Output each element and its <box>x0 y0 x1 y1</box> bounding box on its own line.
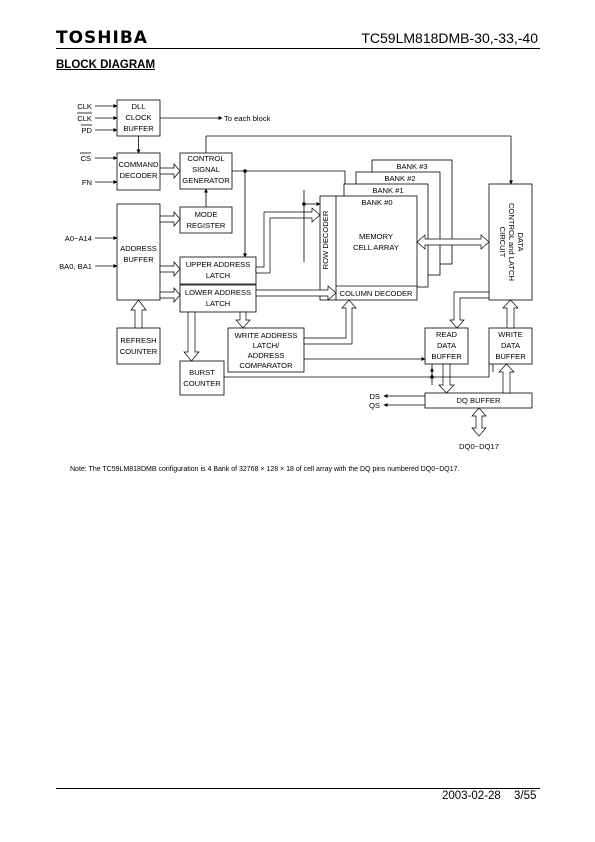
signal-pd-bar: PD <box>81 126 92 135</box>
part-number: TC59LM818DMB-30,-33,-40 <box>361 30 538 46</box>
burst-line-1: BURST <box>189 368 215 377</box>
footer-page-number: 3/55 <box>514 790 537 802</box>
dll-line-2: CLOCK <box>125 113 151 122</box>
write-buffer-line-3: BUFFER <box>495 352 526 361</box>
upper-address-latch <box>179 256 257 285</box>
footer-date: 2003-02-28 <box>442 790 501 802</box>
command-decoder <box>116 152 161 191</box>
footer-rule <box>56 788 540 789</box>
upper-latch-line-1: UPPER ADDRESS <box>186 260 251 269</box>
toshiba-logo: TOSHIBA <box>56 28 148 48</box>
address-buffer-line-1: ADDRESS <box>120 244 157 253</box>
lower-latch-line-1: LOWER ADDRESS <box>185 288 251 297</box>
bank-0-label: BANK #0 <box>361 198 392 207</box>
dq-buffer <box>424 392 533 409</box>
mode-register-line-1: MODE <box>195 210 218 219</box>
bank-2-label: BANK #2 <box>384 174 415 183</box>
signal-fn: FN <box>82 178 92 187</box>
footnote: Note: The TC59LM818DMB configuration is … <box>70 466 460 473</box>
read-buffer-line-1: READ <box>436 330 458 339</box>
mode-register <box>179 206 233 234</box>
write-buffer-line-2: DATA <box>501 341 521 350</box>
data-control-line-1: DATA <box>516 232 525 252</box>
burst-line-2: COUNTER <box>183 379 221 388</box>
dll-clock-buffer <box>116 99 161 137</box>
section-title: BLOCK DIAGRAM <box>56 59 156 71</box>
upper-latch-line-2: LATCH <box>206 271 230 280</box>
signal-cs-bar: CS <box>80 154 91 163</box>
address-buffer-line-2: BUFFER <box>123 255 154 264</box>
control-wiring <box>204 135 513 407</box>
write-data-buffer <box>488 327 533 365</box>
memory-cell-line-2: CELL ARRAY <box>353 243 399 252</box>
read-data-buffer <box>424 327 469 365</box>
signal-clk: CLK <box>77 102 92 111</box>
lower-latch-line-2: LATCH <box>206 299 230 308</box>
dll-line-3: BUFFER <box>123 124 154 133</box>
wal-line-3: ADDRESS <box>248 351 285 360</box>
read-buffer-line-3: BUFFER <box>431 352 462 361</box>
mode-register-line-2: REGISTER <box>187 221 226 230</box>
wal-line-4: COMPARATOR <box>239 361 293 370</box>
command-decoder-line-2: DECODER <box>120 171 158 180</box>
signal-clk-bar: CLK <box>77 114 92 123</box>
burst-counter <box>179 360 225 396</box>
header-rule <box>56 48 540 49</box>
data-control-line-2: CONTROL and LATCH <box>507 203 516 281</box>
dll-line-1: DLL <box>132 102 146 111</box>
signal-bank-address: BA0, BA1 <box>59 262 92 271</box>
write-buffer-line-1: WRITE <box>498 330 522 339</box>
signal-qs: QS <box>369 401 380 410</box>
signal-dq: DQ0~DQ17 <box>459 442 499 451</box>
csg-line-3: GENERATOR <box>182 176 230 185</box>
refresh-line-2: COUNTER <box>120 347 158 356</box>
column-decoder-label: COLUMN DECODER <box>340 289 414 298</box>
read-buffer-line-2: DATA <box>437 341 457 350</box>
bank-3-label: BANK #3 <box>396 162 427 171</box>
data-control-line-3: CIRCUIT <box>498 227 507 258</box>
bank-1-label: BANK #1 <box>372 186 403 195</box>
memory-cell-line-1: MEMORY <box>359 232 393 241</box>
command-decoder-line-1: COMMAND <box>118 160 159 169</box>
signal-address: A0~A14 <box>65 234 92 243</box>
signal-to-each-block: To each block <box>224 114 271 123</box>
bus-arrows <box>130 163 519 437</box>
row-decoder-label: ROW DECODER <box>321 210 330 269</box>
wal-line-1: WRITE ADDRESS <box>235 331 298 340</box>
lower-address-latch <box>179 284 257 313</box>
csg-line-2: SIGNAL <box>192 165 220 174</box>
refresh-counter <box>116 327 161 365</box>
wal-line-2: LATCH/ <box>253 341 280 350</box>
write-address-latch-comparator <box>227 327 305 373</box>
signal-ds: DS <box>369 392 380 401</box>
dq-buffer-label: DQ BUFFER <box>457 396 501 405</box>
refresh-line-1: REFRESH <box>120 336 156 345</box>
csg-line-1: CONTROL <box>187 154 224 163</box>
